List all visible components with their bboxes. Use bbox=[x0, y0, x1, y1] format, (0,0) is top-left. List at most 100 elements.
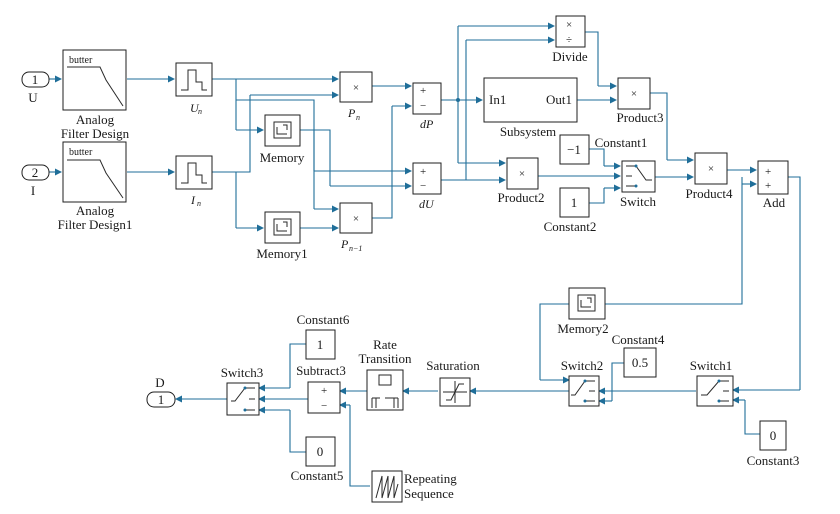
memory1-label: Memory1 bbox=[256, 246, 307, 261]
plus-icon: + bbox=[765, 180, 771, 192]
switch1-label: Switch1 bbox=[690, 358, 733, 373]
minus-icon: − bbox=[420, 100, 426, 112]
constant5-label: Constant5 bbox=[291, 468, 344, 483]
memory-icon bbox=[577, 294, 596, 312]
zoh-in-label: I bbox=[190, 193, 196, 207]
inport-u[interactable]: 1 U bbox=[21, 71, 50, 105]
plus-icon: + bbox=[420, 85, 426, 97]
constant3-value: 0 bbox=[770, 428, 777, 443]
constant4-block[interactable]: 0.5 Constant4 bbox=[612, 332, 665, 378]
zoh-un-sub: n bbox=[198, 107, 202, 116]
inport-u-label: U bbox=[28, 90, 38, 105]
constant4-label: Constant4 bbox=[612, 332, 665, 347]
switch2-label: Switch2 bbox=[561, 358, 604, 373]
memory-icon bbox=[273, 121, 292, 139]
constant3-label: Constant3 bbox=[747, 453, 800, 468]
rate-transition-block[interactable]: Rate Transition bbox=[359, 337, 412, 411]
product2-block[interactable]: × Product2 bbox=[498, 157, 545, 205]
saturation-icon bbox=[443, 381, 467, 403]
zero-order-hold-icon bbox=[181, 162, 207, 184]
times-icon: × bbox=[353, 213, 359, 225]
memory2-block[interactable]: Memory2 bbox=[557, 287, 609, 336]
rate-transition-icon bbox=[378, 374, 392, 386]
constant6-block[interactable]: 1 Constant6 bbox=[297, 312, 350, 360]
inport-i-label: I bbox=[31, 183, 35, 198]
product3-block[interactable]: × Product3 bbox=[617, 77, 664, 125]
repeating-sequence-block[interactable]: Repeating Sequence bbox=[371, 470, 457, 503]
outport-d[interactable]: 1 D bbox=[146, 375, 176, 408]
zoh-un-label: U bbox=[190, 101, 200, 115]
switch-icon bbox=[701, 380, 729, 402]
subsystem-out-port: Out1 bbox=[546, 92, 572, 107]
subsystem-block[interactable]: In1 Out1 Subsystem bbox=[483, 77, 578, 139]
sum-du-label: dU bbox=[419, 197, 435, 211]
switch-label: Switch bbox=[620, 194, 657, 209]
filter1-label-line1: Analog bbox=[76, 203, 115, 218]
memory-label: Memory bbox=[260, 150, 305, 165]
switch-icon bbox=[231, 387, 255, 411]
times-icon: × bbox=[566, 19, 572, 31]
constant1-value: −1 bbox=[567, 142, 581, 157]
subsystem-in-port: In1 bbox=[489, 92, 506, 107]
product-pn-block[interactable]: × P n bbox=[339, 71, 373, 122]
constant1-block[interactable]: −1 Constant1 bbox=[559, 134, 648, 165]
plus-icon: + bbox=[420, 166, 426, 178]
switch-icon bbox=[626, 165, 652, 187]
constant1-label: Constant1 bbox=[595, 135, 648, 150]
analog-filter-design-block[interactable]: butter Analog Filter Design bbox=[61, 49, 130, 141]
switch1-block[interactable]: Switch1 bbox=[690, 358, 734, 407]
constant2-block[interactable]: 1 Constant2 bbox=[544, 187, 597, 234]
filter1-label-line2: Filter Design1 bbox=[58, 217, 133, 232]
times-icon: × bbox=[631, 88, 637, 100]
times-icon: × bbox=[353, 82, 359, 94]
lowpass-response-icon bbox=[67, 66, 124, 107]
zoh-in-sub: n bbox=[197, 199, 201, 208]
subtract3-block[interactable]: + − Subtract3 bbox=[296, 363, 346, 414]
product-pn-sub: n bbox=[356, 113, 360, 122]
lowpass-response-icon bbox=[67, 159, 124, 199]
inport-i[interactable]: 2 I bbox=[21, 164, 50, 198]
memory1-block[interactable]: Memory1 bbox=[256, 211, 308, 261]
add-block[interactable]: + + Add bbox=[757, 160, 789, 210]
memory-block[interactable]: Memory bbox=[260, 114, 305, 165]
product-pn-1-label: P bbox=[340, 237, 349, 251]
constant5-block[interactable]: 0 Constant5 bbox=[291, 436, 344, 483]
switch-icon bbox=[571, 380, 595, 402]
inport-i-number: 2 bbox=[32, 165, 39, 180]
constant2-label: Constant2 bbox=[544, 219, 597, 234]
constant6-value: 1 bbox=[317, 337, 324, 352]
switch2-block[interactable]: Switch2 bbox=[561, 358, 604, 407]
switch3-label: Switch3 bbox=[221, 365, 264, 380]
product4-block[interactable]: × Product4 bbox=[686, 152, 733, 201]
divide-block[interactable]: × ÷ Divide bbox=[552, 15, 588, 64]
zero-order-hold-icon bbox=[181, 69, 207, 91]
filter-label-line2: Filter Design bbox=[61, 126, 130, 141]
analog-filter-design1-block[interactable]: butter Analog Filter Design1 bbox=[58, 141, 133, 232]
sum-du-block[interactable]: + − dU bbox=[412, 162, 442, 211]
product-pn-label: P bbox=[347, 106, 356, 120]
sum-dp-label: dP bbox=[420, 117, 434, 131]
product3-label: Product3 bbox=[617, 110, 664, 125]
sum-dp-block[interactable]: + − dP bbox=[412, 82, 442, 131]
zoh-un-block[interactable]: U n bbox=[175, 62, 213, 116]
memory2-label: Memory2 bbox=[557, 321, 608, 336]
subtract3-label: Subtract3 bbox=[296, 363, 346, 378]
outport-d-label: D bbox=[155, 375, 164, 390]
memory-icon bbox=[273, 218, 292, 236]
times-icon: × bbox=[519, 168, 525, 180]
saturation-block[interactable]: Saturation bbox=[426, 358, 480, 407]
switch-block[interactable]: Switch bbox=[620, 160, 657, 209]
divide-label: Divide bbox=[552, 49, 588, 64]
switch3-block[interactable]: Switch3 bbox=[221, 365, 264, 416]
saturation-label: Saturation bbox=[426, 358, 480, 373]
rate-transition-label-2: Transition bbox=[359, 351, 412, 366]
product-pn-1-block[interactable]: × P n−1 bbox=[339, 202, 373, 253]
divide-icon: ÷ bbox=[566, 34, 572, 46]
constant3-block[interactable]: 0 Constant3 bbox=[747, 420, 800, 468]
filter1-type-label: butter bbox=[69, 147, 93, 158]
zoh-in-block[interactable]: I n bbox=[175, 155, 213, 208]
minus-icon: − bbox=[321, 400, 327, 412]
constant5-value: 0 bbox=[317, 444, 324, 459]
repeating-sequence-label-1: Repeating bbox=[404, 471, 457, 486]
